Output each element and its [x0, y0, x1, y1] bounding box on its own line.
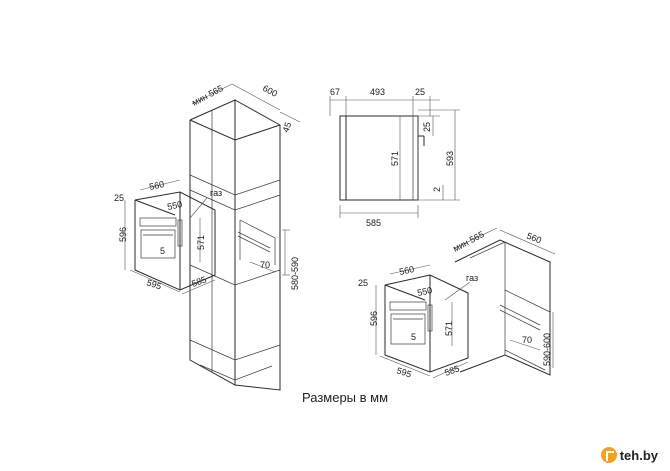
side-height-total: 593	[445, 151, 455, 166]
oven-right-inner: 550	[416, 285, 433, 298]
oven-right-height: 596	[369, 311, 379, 326]
oven-right-width: 595	[395, 365, 412, 379]
side-top-left: 67	[330, 87, 340, 97]
side-height-inner: 571	[390, 151, 400, 166]
tall-vent-label: 70	[260, 260, 270, 270]
oven-right-panel: 25	[358, 278, 368, 288]
oven-left-inner: 550	[166, 199, 183, 212]
oven-left-width: 595	[145, 277, 162, 291]
under-width: 560	[525, 231, 543, 246]
tall-width-label: 600	[261, 83, 279, 99]
side-top-mid: 493	[370, 87, 385, 97]
under-vent: 70	[522, 335, 532, 345]
side-bottom-gap: 2	[432, 187, 442, 192]
oven-right-gas: газ	[466, 273, 478, 283]
oven-left-depth2: 585	[190, 274, 208, 289]
oven-right-depth: 560	[398, 264, 415, 277]
side-view	[329, 96, 460, 218]
oven-left-height2: 571	[196, 235, 206, 250]
watermark-text: teh.by	[619, 447, 658, 463]
side-side-top: 25	[422, 122, 432, 132]
oven-left-panel: 25	[114, 193, 124, 203]
tall-depth-label: мин 565	[190, 83, 224, 108]
oven-left	[124, 179, 216, 295]
tall-side-label: 45	[280, 121, 293, 134]
oven-left-height: 596	[118, 227, 128, 242]
undercounter-niche	[454, 227, 556, 376]
oven-right-height2: 571	[444, 321, 454, 336]
oven-left-front: 5	[160, 246, 165, 256]
oven-left-depth: 560	[148, 179, 165, 192]
oven-right-depth2: 585	[443, 363, 461, 378]
oven-right-front: 5	[411, 332, 416, 342]
caption: Размеры в мм	[302, 390, 388, 405]
oven-right	[375, 264, 471, 379]
tall-cabinet	[189, 83, 301, 391]
tall-niche-label: 580-590	[290, 257, 300, 290]
logo-icon	[600, 447, 617, 463]
watermark-logo: teh.by	[596, 445, 662, 465]
under-niche: 590-600	[542, 333, 552, 366]
side-top-right: 25	[415, 87, 425, 97]
oven-left-gas: газ	[210, 188, 222, 198]
side-total-depth: 585	[366, 218, 381, 228]
